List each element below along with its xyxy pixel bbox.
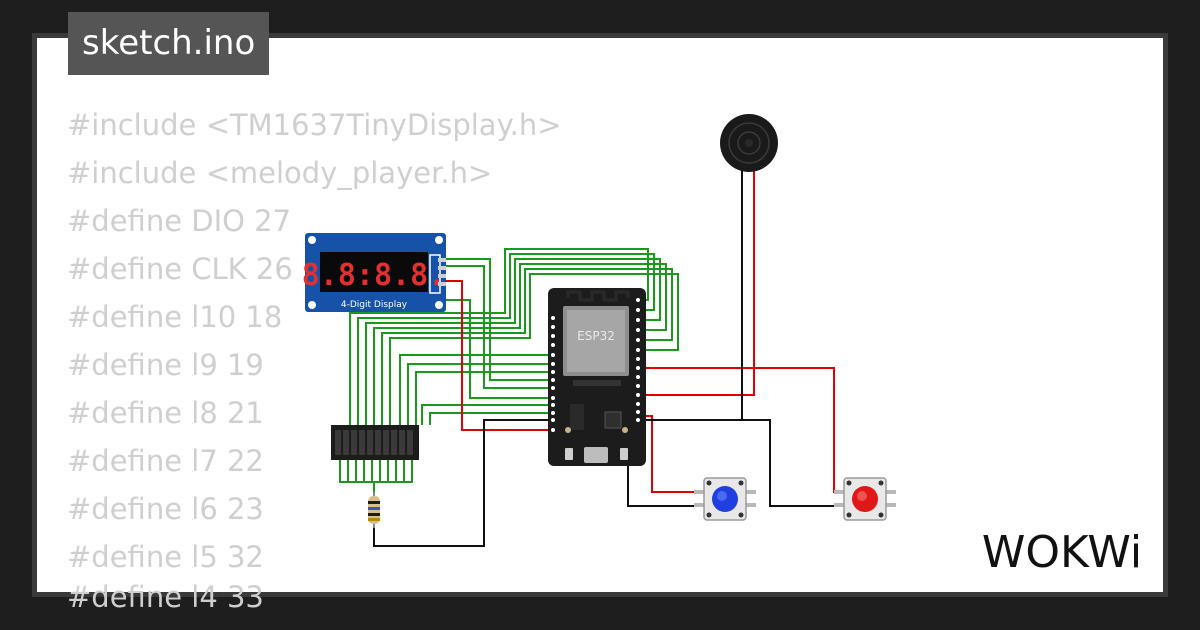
blue-pushbutton[interactable] (694, 477, 756, 521)
code-line: #define l5 32 (67, 540, 264, 574)
esp32-label: ESP32 (577, 329, 615, 343)
file-tab[interactable]: sketch.ino (68, 12, 270, 75)
code-line: #define l4 33 (67, 580, 264, 614)
code-line: #include <TM1637TinyDisplay.h> (67, 108, 562, 142)
code-line: #define l8 21 (67, 396, 264, 430)
code-line: #define l6 23 (67, 492, 264, 526)
code-line: #define l10 18 (67, 300, 283, 334)
display-label: 4-Digit Display (341, 300, 408, 310)
code-line: #define CLK 26 (67, 252, 293, 286)
display-digits: 8.8:8.8. (302, 258, 447, 293)
code-line: #define l7 22 (67, 444, 264, 478)
led-cathode-wires (339, 460, 413, 495)
led-bar-graph-icon[interactable] (331, 425, 419, 460)
esp32-board[interactable]: ESP32 (548, 288, 646, 466)
io-wires (349, 248, 679, 425)
code-line: #define DIO 27 (67, 204, 292, 238)
resistor-icon[interactable] (368, 492, 380, 528)
buzzer-icon[interactable] (720, 114, 778, 172)
code-line: #include <melody_player.h> (67, 156, 493, 190)
wokwi-logo: WOKWi (982, 527, 1142, 578)
tm1637-display[interactable]: 8.8:8.8. 4-Digit Display (302, 233, 447, 312)
led-wires-left (399, 299, 550, 425)
code-line: #define l9 19 (67, 348, 264, 382)
red-pushbutton[interactable] (834, 477, 896, 521)
